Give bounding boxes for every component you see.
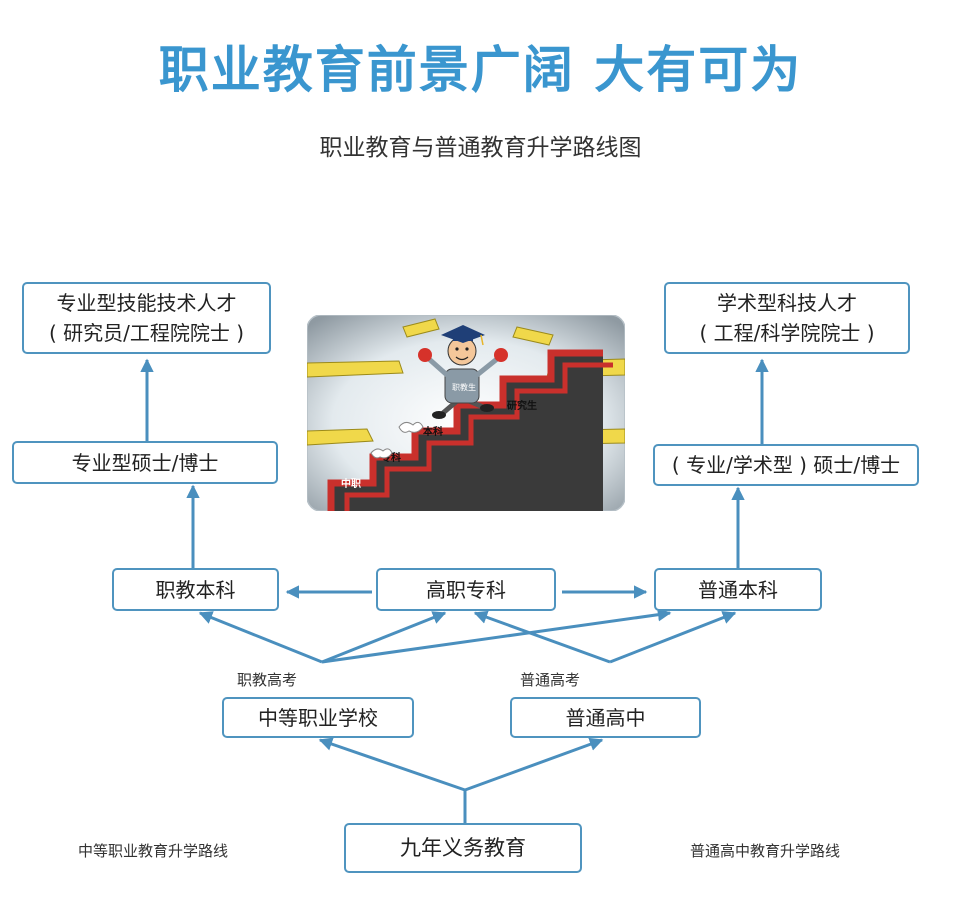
staircase-illustration: 中职 专科 本科 研究生 职教生 [307, 315, 625, 511]
general-high-school-box: 普通高中 [510, 697, 701, 738]
secondary-vocational-school-box: 中等职业学校 [222, 697, 414, 738]
arrow-vocexam-to-college [321, 611, 447, 664]
vocational-talent-title: 专业型技能技术人才 [56, 291, 237, 315]
arrow-school-to-high-school [464, 737, 604, 792]
academic-talent-note: ( 工程/科学院院士 ) [699, 321, 875, 345]
step-label-secondary: 中职 [341, 477, 361, 490]
arrow-school-to-secondary-vocational [318, 737, 466, 792]
general-route-label: 普通高中教育升学路线 [690, 842, 841, 860]
professional-master-box: 专业型硕士/博士 [12, 441, 278, 484]
academic-talent-title: 学术型科技人才 [717, 291, 857, 315]
academic-talent-box: 学术型科技人才 ( 工程/科学院院士 ) [664, 282, 910, 354]
compulsory-education-box: 九年义务教育 [344, 823, 582, 873]
vocational-bachelor-box: 职教本科 [112, 568, 279, 611]
arrow-genexam-to-gen-bachelor [609, 611, 737, 664]
vocational-exam-label: 职教高考 [237, 671, 298, 689]
arrow-vocexam-to-gen-bachelor [321, 608, 672, 664]
main-title: 职业教育前景广阔 大有可为 [158, 41, 803, 99]
vocational-talent-box: 专业型技能技术人才 ( 研究员/工程院院士 ) [22, 282, 271, 354]
higher-vocational-college-box: 高职专科 [376, 568, 556, 611]
graduate-climber-icon [418, 325, 508, 419]
arrow-genexam-to-college [473, 610, 611, 664]
academic-master-box: ( 专业/学术型 ) 硕士/博士 [653, 444, 919, 486]
arrow-vocexam-to-voc-bachelor [198, 611, 323, 664]
general-bachelor-box: 普通本科 [654, 568, 822, 611]
subtitle: 职业教育与普通教育升学路线图 [319, 135, 642, 161]
climber-badge: 职教生 [452, 382, 476, 392]
step-label-bachelor: 本科 [423, 425, 443, 438]
vocational-talent-note: ( 研究员/工程院院士 ) [48, 321, 245, 345]
staircase-icon [327, 349, 613, 511]
vocational-route-label: 中等职业教育升学路线 [78, 842, 229, 860]
general-exam-label: 普通高考 [520, 671, 581, 689]
step-label-graduate: 研究生 [507, 399, 537, 412]
